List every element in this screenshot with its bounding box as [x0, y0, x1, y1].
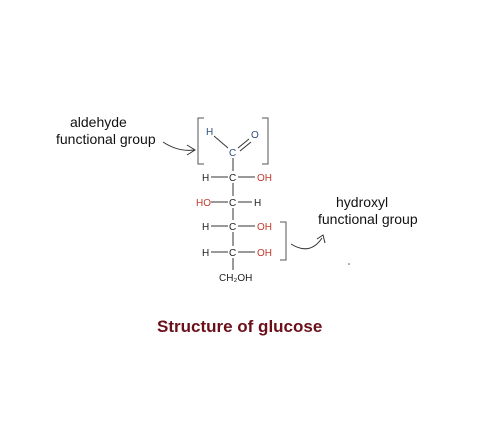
row1-left: H	[202, 173, 209, 184]
row4-carbon: C	[229, 248, 236, 259]
row3-right: OH	[257, 222, 272, 233]
row1-right: OH	[257, 173, 272, 184]
row3-carbon: C	[229, 222, 236, 233]
aldehyde-label-line1: aldehyde	[70, 114, 127, 130]
aldehyde-carbon: C	[229, 148, 236, 159]
aldehyde-oxygen: O	[251, 130, 259, 141]
bond-h-c1	[213, 135, 229, 149]
aldehyde-bracket-left	[197, 117, 204, 165]
row4-right: OH	[257, 248, 272, 259]
hydroxyl-arrowhead	[316, 234, 326, 244]
aldehyde-label-line2: functional group	[56, 131, 156, 147]
hydroxyl-bracket	[280, 221, 287, 261]
diagram-caption: Structure of glucose	[157, 317, 322, 336]
hydroxyl-pointer-arrow	[290, 237, 323, 250]
row2-left: HO	[196, 198, 211, 209]
bond-c1-o-b	[239, 141, 252, 152]
hydroxyl-label-line1: hydroxyl	[336, 194, 388, 210]
stray-dot	[348, 263, 350, 265]
hydroxyl-label-line2: functional group	[318, 211, 418, 227]
aldehyde-hydrogen: H	[206, 127, 213, 138]
row3-left: H	[202, 222, 209, 233]
aldehyde-pointer-arrow	[162, 141, 195, 151]
row2-carbon: C	[229, 198, 236, 209]
row4-left: H	[202, 248, 209, 259]
aldehyde-arrowhead	[186, 144, 196, 156]
row1-carbon: C	[229, 173, 236, 184]
row2-right: H	[254, 198, 261, 209]
aldehyde-bracket-right	[262, 117, 269, 165]
terminal-ch2oh: CH₂OH	[219, 273, 252, 284]
bond-c1-o-a	[237, 138, 250, 149]
